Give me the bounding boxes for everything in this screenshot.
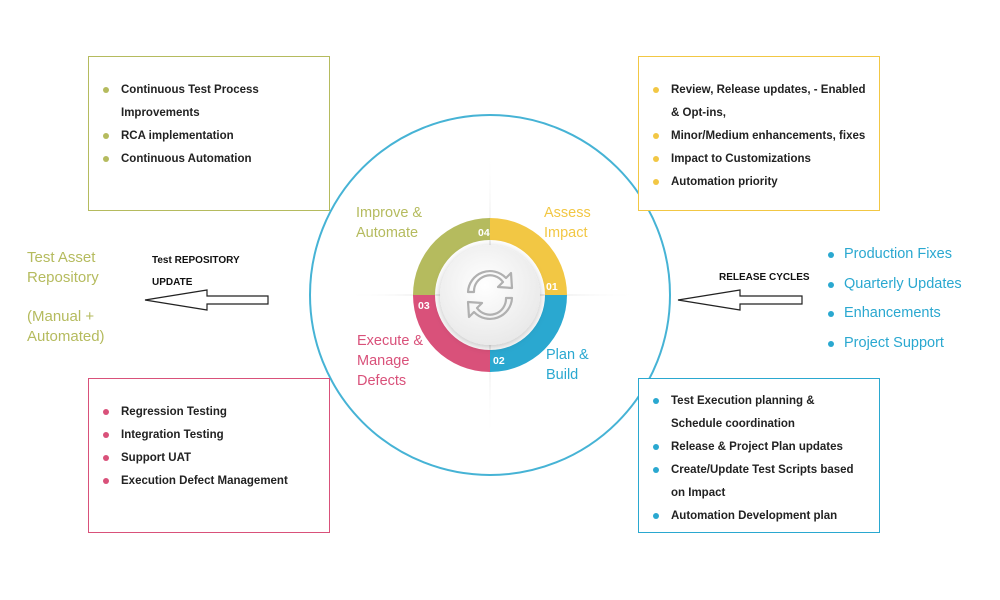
list-item: Execution Defect Management	[101, 470, 317, 493]
item-text: Project Support	[844, 334, 944, 351]
bullet-icon	[103, 409, 109, 415]
item-text: Execution Defect Management	[121, 475, 288, 487]
q02-number: 02	[493, 355, 505, 367]
release-cycles-label: RELEASE CYCLES	[719, 272, 810, 283]
refresh-cycle-icon	[466, 269, 514, 321]
q01-label-line1: Assess	[544, 205, 591, 221]
repository-subtitle: (Manual + Automated)	[27, 308, 105, 345]
q03-number: 03	[418, 300, 430, 312]
repository-title: Test Asset Repository	[27, 249, 99, 286]
release-cycles-arrow	[677, 289, 803, 311]
item-text: RCA implementation	[121, 130, 234, 142]
item-text: Release & Project Plan updates	[671, 441, 843, 453]
q03-label-line2: Manage	[357, 353, 410, 369]
item-text: Minor/Medium enhancements, fixes	[671, 130, 866, 142]
bullet-icon	[828, 252, 834, 258]
list-item: Support UAT	[101, 447, 317, 470]
list-item: Review, Release updates, - Enabled & Opt…	[651, 79, 867, 125]
q03-label-line1: Execute &	[357, 333, 424, 349]
segment-02	[490, 295, 567, 372]
q02-label-line1: Plan &	[546, 347, 589, 363]
repository-arrow-label-2: UPDATE	[152, 277, 193, 288]
item-text: Create/Update Test Scripts based on Impa…	[671, 464, 854, 499]
bullet-icon	[103, 87, 109, 93]
q03-label: Execute & Manage Defects	[357, 331, 423, 391]
bullet-icon	[653, 156, 659, 162]
list-item: Production Fixes	[828, 240, 962, 270]
item-text: Continuous Test Process Improvements	[121, 84, 259, 119]
release-cycles-list: Production Fixes Quarterly Updates Enhan…	[828, 240, 962, 358]
segment-04	[413, 218, 490, 295]
bullet-icon	[103, 432, 109, 438]
q04-label-line2: Automate	[356, 225, 419, 241]
bullet-icon	[653, 398, 659, 404]
list-item: Regression Testing	[101, 401, 317, 424]
q04-label-line1: Improve &	[356, 205, 423, 221]
list-item: Impact to Customizations	[651, 148, 867, 171]
item-text: Continuous Automation	[121, 153, 252, 165]
bullet-icon	[828, 311, 834, 317]
bullet-icon	[103, 156, 109, 162]
list-item: Test Execution planning & Schedule coord…	[651, 390, 867, 436]
q02-label: Plan & Build	[546, 345, 589, 385]
bullet-icon	[653, 467, 659, 473]
item-text: Review, Release updates, - Enabled & Opt…	[671, 84, 866, 119]
plan-box: Test Execution planning & Schedule coord…	[638, 378, 880, 533]
q01-number: 01	[546, 281, 558, 293]
item-text: Automation Development plan	[671, 510, 838, 522]
item-text: Regression Testing	[121, 406, 227, 418]
list-item: Release & Project Plan updates	[651, 436, 867, 459]
item-text: Production Fixes	[844, 246, 952, 262]
item-text: Test Execution planning & Schedule coord…	[671, 395, 815, 430]
assess-list: Review, Release updates, - Enabled & Opt…	[651, 79, 867, 194]
execute-list: Regression Testing Integration Testing S…	[101, 401, 317, 493]
assess-box: Review, Release updates, - Enabled & Opt…	[638, 56, 880, 211]
item-text: Automation priority	[671, 176, 778, 188]
segment-03	[413, 295, 490, 372]
bullet-icon	[828, 281, 834, 288]
item-text: Impact to Customizations	[671, 153, 811, 165]
item-text: Support UAT	[121, 452, 192, 464]
q03-label-line3: Defects	[357, 373, 407, 389]
list-item: Integration Testing	[101, 424, 317, 447]
list-item: Minor/Medium enhancements, fixes	[651, 125, 867, 148]
bullet-icon	[653, 444, 659, 450]
list-item: RCA implementation	[101, 125, 317, 148]
execute-box: Regression Testing Integration Testing S…	[88, 378, 330, 533]
bullet-icon	[653, 133, 659, 139]
repository-arrow-label-1: Test REPOSITORY	[152, 255, 240, 266]
q02-label-line2: Build	[546, 367, 579, 383]
list-item: Quarterly Updates	[828, 270, 962, 300]
bullet-icon	[103, 478, 109, 484]
bullet-icon	[653, 179, 659, 185]
list-item: Continuous Automation	[101, 148, 317, 171]
q04-number: 04	[478, 227, 490, 239]
bullet-icon	[653, 87, 659, 93]
bullet-icon	[653, 513, 659, 519]
repository-arrow	[144, 289, 269, 311]
list-item: Automation Development plan	[651, 505, 867, 528]
list-item: Enhancements	[828, 299, 962, 329]
plan-list: Test Execution planning & Schedule coord…	[651, 390, 867, 528]
list-item: Project Support	[828, 329, 962, 359]
item-text: Quarterly Updates	[844, 275, 962, 292]
item-text: Enhancements	[844, 305, 941, 321]
item-text: Integration Testing	[121, 429, 224, 441]
q01-label-line2: Impact	[544, 225, 588, 241]
bullet-icon	[103, 455, 109, 461]
segment-01	[490, 218, 567, 295]
q04-label: Improve & Automate	[356, 203, 422, 243]
improve-list: Continuous Test Process Improvements RCA…	[101, 79, 317, 171]
bullet-icon	[103, 133, 109, 139]
list-item: Continuous Test Process Improvements	[101, 79, 317, 125]
list-item: Automation priority	[651, 171, 867, 194]
q01-label: Assess Impact	[544, 203, 591, 243]
bullet-icon	[828, 340, 834, 347]
list-item: Create/Update Test Scripts based on Impa…	[651, 459, 867, 505]
improve-box: Continuous Test Process Improvements RCA…	[88, 56, 330, 211]
center-disc	[440, 245, 540, 345]
